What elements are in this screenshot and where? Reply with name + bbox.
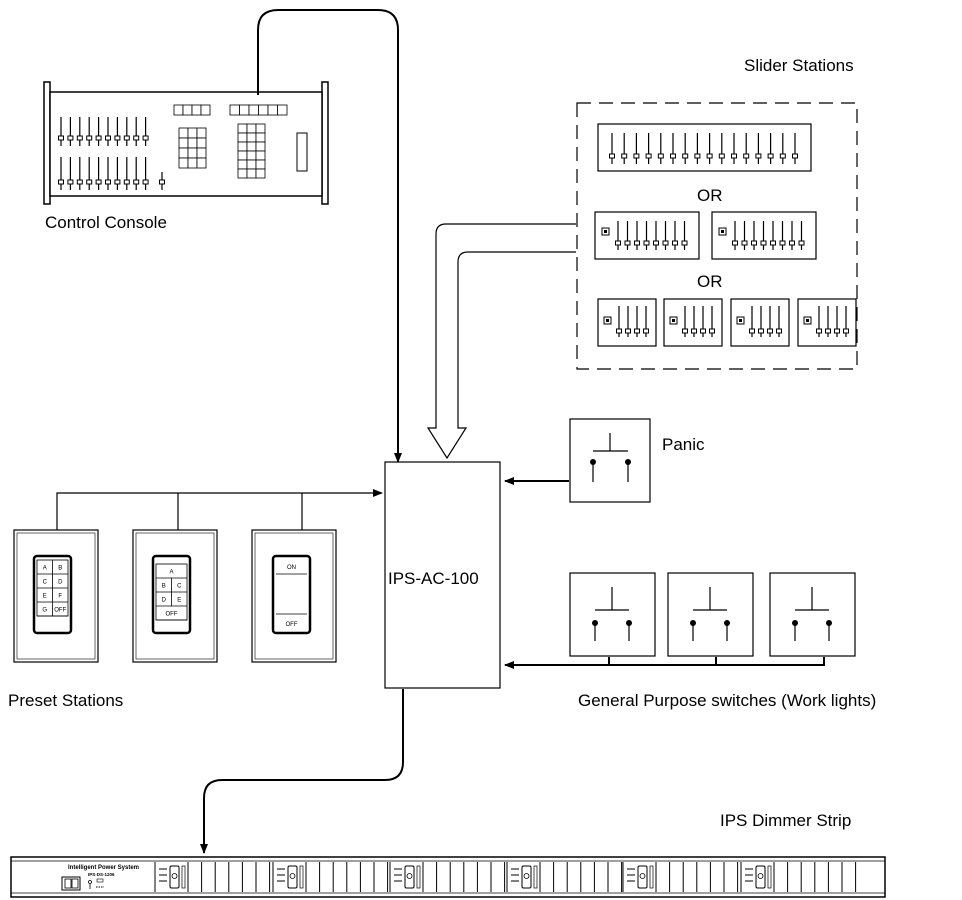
console-faders-bottom — [58, 157, 165, 190]
preset-key-label: A — [43, 566, 47, 572]
controller-label: IPS-AC-100 — [388, 569, 479, 588]
slider-16-faders — [609, 133, 798, 164]
preset-bus-wire — [56, 489, 383, 530]
control-console — [43, 81, 329, 205]
preset-key-label: OFF — [54, 608, 66, 614]
console-keypads — [173, 104, 288, 179]
panic-switch-box — [569, 418, 651, 503]
preset-key-label: OFF — [166, 612, 178, 618]
general-switches-label: General Purpose switches (Work lights) — [578, 691, 876, 710]
or-label-1: OR — [697, 186, 723, 205]
preset-stations-label: Preset Stations — [8, 691, 123, 710]
strip-modules — [154, 862, 857, 892]
preset-key-label: B — [58, 566, 62, 572]
preset-station-six: A B C D E F G OFF — [13, 529, 99, 663]
console-faders-top — [58, 117, 149, 146]
gp-bus-wire — [608, 657, 825, 666]
slider-bus-arrow — [426, 223, 576, 460]
dimmer-strip-label: IPS Dimmer Strip — [720, 811, 851, 830]
preset-key-label: E — [43, 594, 47, 600]
preset-key-label: F — [58, 594, 62, 600]
slider-4-stations — [597, 298, 857, 347]
preset-key-label: B — [162, 584, 166, 590]
dimmer-strip: Intelligent Power System IPS-DS-1206 — [10, 856, 886, 898]
preset-key-label: D — [58, 580, 63, 586]
preset-off-key: OFF — [286, 622, 298, 628]
strip-connector-icon — [61, 876, 81, 891]
preset-key-label: E — [177, 598, 181, 604]
general-purpose-switches — [569, 572, 856, 657]
or-label-2: OR — [697, 272, 723, 291]
preset-station-onoff: ON OFF — [251, 529, 337, 663]
slider-station-16 — [597, 123, 812, 172]
preset-key-label: C — [177, 584, 182, 590]
preset-key-label: A — [169, 570, 173, 576]
strip-title: Intelligent Power System — [68, 865, 139, 871]
slider-stations-group — [576, 102, 858, 370]
preset-key-label: C — [43, 580, 48, 586]
slider-8-faders — [601, 221, 805, 250]
strip-model: IPS-DS-1206 — [88, 872, 115, 877]
console-display — [296, 132, 308, 172]
preset-station-five: A B C D E OFF — [132, 529, 218, 663]
preset-key-label: G — [42, 608, 47, 614]
panic-switch-symbol — [590, 433, 631, 482]
control-console-label: Control Console — [45, 213, 167, 232]
preset-key-label: D — [162, 598, 167, 604]
console-cable — [257, 9, 402, 463]
panic-label: Panic — [662, 435, 705, 454]
dimmer-cable — [200, 689, 404, 854]
slider-stations-label: Slider Stations — [744, 56, 854, 75]
preset-on-key: ON — [287, 565, 296, 571]
controller-box — [384, 461, 501, 689]
